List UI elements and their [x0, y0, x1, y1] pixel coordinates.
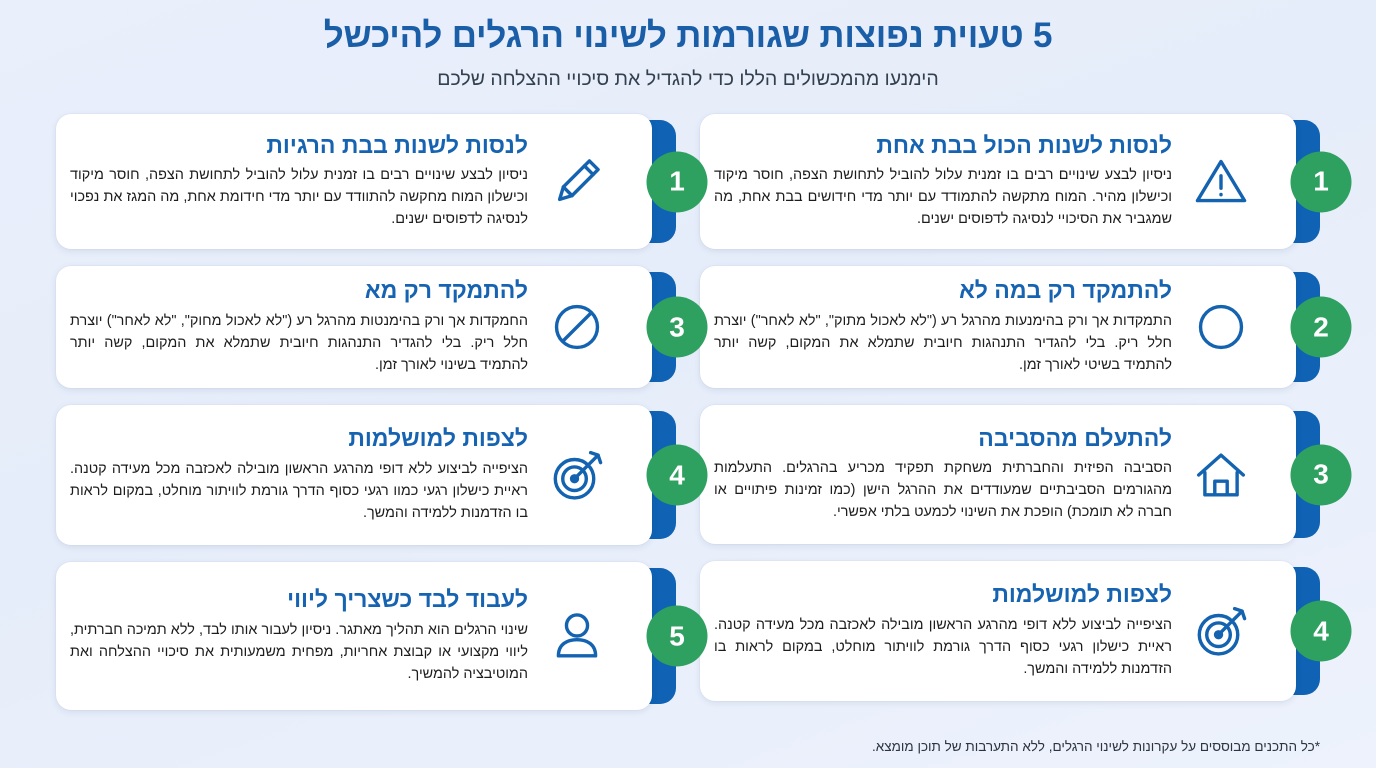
page-subtitle: הימנעו מהמכשולים הללו כדי להגדיל את סיכו… [437, 67, 939, 90]
card-left-1[interactable]: לנסות לשנות הכול בבת אחת ניסיון לבצע שינ… [700, 114, 1352, 249]
step-number-badge: 2 [1290, 296, 1352, 358]
card-right-2[interactable]: להתמקד רק מא החמקדות אך ורק בהימנטות מהר… [56, 266, 708, 388]
card-body: ניסיון לבצע שינויים רבים בו זמנית עלול ל… [70, 167, 528, 228]
card-text: להתמקד רק מא החמקדות אך ורק בהימנטות מהר… [70, 277, 532, 376]
right-column: לנסות לשנות בבת הרגיות ניסיון לבצע שינוי… [56, 114, 708, 734]
card-right-3[interactable]: לצפות למושלמות הציפייה לביצוע ללא דופי מ… [56, 405, 708, 545]
card-surface: לעבוד לבד כשצריך ליווי שינוי הרגלים הוא … [56, 562, 652, 710]
card-title: לצפות למושלמות [992, 581, 1172, 608]
card-text: להתמקד רק במה לא התמקדות אך ורק בהימנעות… [714, 277, 1176, 376]
card-title: לנסות לשנות הכול בבת אחת [876, 131, 1172, 158]
pencil-icon [534, 139, 620, 225]
card-body: הסביבה הפיזית והחברתית משחקת תפקיד מכריע… [714, 460, 1172, 521]
card-left-3[interactable]: להתעלם מהסביבה הסביבה הפיזית והחברתית מש… [700, 405, 1352, 544]
card-text: לצפות למושלמות הציפייה לביצוע ללא דופי מ… [70, 425, 532, 524]
step-number-badge: 1 [1290, 151, 1352, 212]
circle-icon [1178, 284, 1264, 370]
card-title: לצפות למושלמות [348, 425, 528, 452]
card-body: ניסיון לבצע שינויים רבים בו זמנית עלול ל… [714, 167, 1172, 228]
card-surface: להתמקד רק במה לא התמקדות אך ורק בהימנעות… [700, 266, 1296, 388]
card-title: לנסות לשנות בבת הרגיות [266, 131, 528, 158]
card-right-1[interactable]: לנסות לשנות בבת הרגיות ניסיון לבצע שינוי… [56, 114, 708, 249]
step-number-badge: 4 [1290, 600, 1352, 662]
card-body: הציפייה לביצוע ללא דופי מהרגע הראשון מוב… [70, 460, 528, 521]
card-body: החמקדות אך ורק בהימנטות מהרגל רע ("לא לא… [70, 312, 528, 373]
page-title: 5 טעוית נפוצות שגורמות לשינוי הרגלים להי… [323, 16, 1053, 55]
card-text: לנסות לשנות הכול בבת אחת ניסיון לבצע שינ… [714, 132, 1176, 231]
card-text: להתעלם מהסביבה הסביבה הפיזית והחברתית מש… [714, 425, 1176, 524]
card-title: להתמקד רק במה לא [959, 277, 1172, 304]
footnote: *כל התכנים מבוססים על עקרונות לשינוי הרג… [872, 739, 1320, 754]
infographic-header: 5 טעוית נפוצות שגורמות לשינוי הרגלים להי… [0, 0, 1376, 91]
card-right-4[interactable]: לעבוד לבד כשצריך ליווי שינוי הרגלים הוא … [56, 562, 708, 710]
card-surface: להתמקד רק מא החמקדות אך ורק בהימנטות מהר… [56, 266, 652, 388]
step-number-badge: 3 [1290, 444, 1352, 505]
card-text: לצפות למושלמות הציפייה לביצוע ללא דופי מ… [714, 581, 1176, 680]
step-number-badge: 3 [646, 296, 708, 358]
house-icon [1178, 432, 1264, 518]
card-title: לעבוד לבד כשצריך ליווי [287, 586, 528, 613]
target-icon [1178, 588, 1264, 674]
card-body: הציפייה לביצוע ללא דופי מהרגע הראשון מוב… [714, 616, 1172, 677]
step-number-badge: 5 [646, 605, 708, 667]
left-column: לנסות לשנות הכול בבת אחת ניסיון לבצע שינ… [700, 114, 1352, 734]
target-icon [534, 432, 620, 518]
warning-triangle-icon [1178, 139, 1264, 225]
cards-container: לנסות לשנות בבת הרגיות ניסיון לבצע שינוי… [0, 114, 1376, 734]
card-surface: לצפות למושלמות הציפייה לביצוע ללא דופי מ… [700, 561, 1296, 701]
card-left-4[interactable]: לצפות למושלמות הציפייה לביצוע ללא דופי מ… [700, 561, 1352, 701]
card-body: שינוי הרגלים הוא תהליך מאתגר. ניסיון לעב… [70, 621, 528, 682]
step-number-badge: 1 [646, 151, 708, 212]
person-icon [534, 593, 620, 679]
card-title: להתעלם מהסביבה [978, 424, 1172, 451]
card-text: לעבוד לבד כשצריך ליווי שינוי הרגלים הוא … [70, 586, 532, 685]
prohibition-icon [534, 284, 620, 370]
card-left-2[interactable]: להתמקד רק במה לא התמקדות אך ורק בהימנעות… [700, 266, 1352, 388]
card-surface: לנסות לשנות בבת הרגיות ניסיון לבצע שינוי… [56, 114, 652, 249]
card-text: לנסות לשנות בבת הרגיות ניסיון לבצע שינוי… [70, 132, 532, 231]
step-number-badge: 4 [646, 444, 708, 506]
card-body: התמקדות אך ורק בהימנעות מהרגל רע ("לא לא… [714, 312, 1172, 373]
card-surface: לצפות למושלמות הציפייה לביצוע ללא דופי מ… [56, 405, 652, 545]
card-surface: להתעלם מהסביבה הסביבה הפיזית והחברתית מש… [700, 405, 1296, 544]
card-title: להתמקד רק מא [364, 277, 528, 304]
card-surface: לנסות לשנות הכול בבת אחת ניסיון לבצע שינ… [700, 114, 1296, 249]
